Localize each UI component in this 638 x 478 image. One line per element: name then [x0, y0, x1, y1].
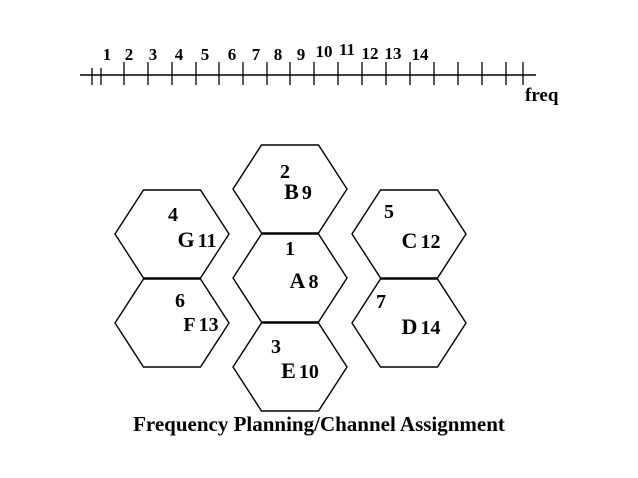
channel-label-6: 6	[228, 45, 237, 64]
cell-channel: 9	[302, 182, 312, 204]
cell-channel: 13	[199, 314, 219, 336]
cell-number: 5	[384, 201, 394, 223]
channel-label-8: 8	[274, 45, 283, 64]
channel-label-2: 2	[125, 45, 134, 64]
cell-letter: A	[290, 268, 306, 293]
channel-label-3: 3	[149, 45, 158, 64]
cell-letter: C	[402, 228, 418, 253]
cell-number: 3	[271, 336, 281, 358]
cell-number: 7	[376, 291, 386, 313]
cell-letter: G	[177, 227, 194, 252]
frequency-axis-label: freq	[525, 85, 559, 106]
channel-label-11: 11	[339, 40, 355, 59]
cell-hexagon	[232, 233, 348, 323]
cell-number: 1	[285, 238, 295, 260]
cell-hexagon	[351, 278, 467, 368]
cell-letter: D	[402, 314, 418, 339]
channel-label-9: 9	[297, 45, 306, 64]
cell-letter: F	[183, 314, 195, 336]
cell-number: 6	[175, 290, 185, 312]
cell-letter: E	[281, 358, 296, 383]
cell-channel: 10	[299, 361, 319, 383]
channel-label-12: 12	[362, 44, 379, 63]
cell-hexagon	[351, 189, 467, 279]
cell-number: 4	[168, 204, 178, 226]
channel-label-4: 4	[175, 45, 184, 64]
cell-channel: 14	[420, 317, 440, 339]
cell-hexagon	[232, 322, 348, 412]
cell-channel: 12	[420, 231, 440, 253]
cell-channel: 11	[198, 230, 217, 252]
cell-hexagon	[114, 278, 230, 368]
cell-hexagon	[232, 144, 348, 234]
channel-label-7: 7	[252, 45, 261, 64]
channel-label-13: 13	[385, 44, 402, 63]
cell-channel: 8	[308, 271, 318, 293]
channel-label-1: 1	[103, 45, 112, 64]
channel-label-14: 14	[412, 45, 430, 64]
channel-label-10: 10	[316, 42, 333, 61]
cell-letter: B	[284, 179, 299, 204]
cell-hexagon	[114, 189, 230, 279]
cell-number: 2	[280, 161, 290, 183]
channel-label-5: 5	[201, 45, 210, 64]
diagram-caption: Frequency Planning/Channel Assignment	[133, 412, 505, 436]
